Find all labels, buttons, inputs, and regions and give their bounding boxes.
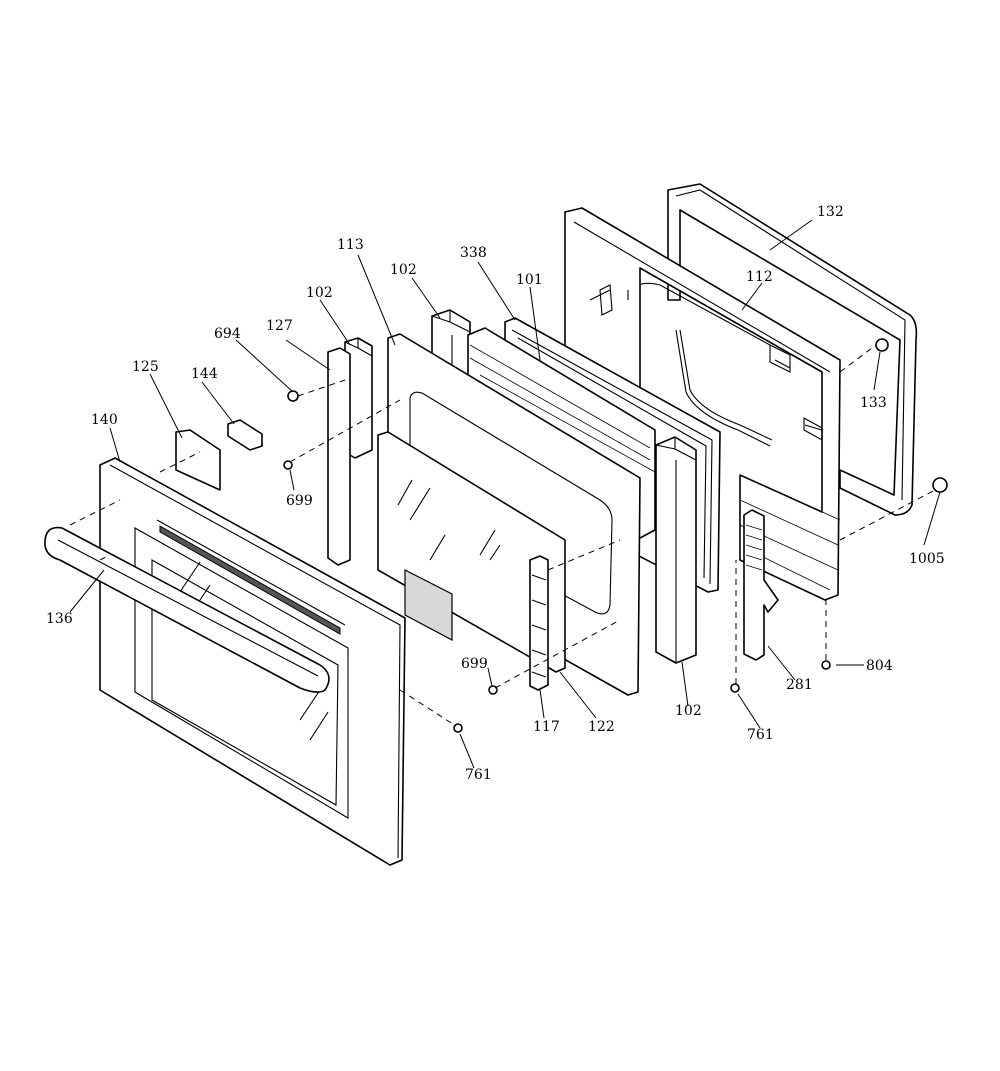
part-136-handle xyxy=(44,526,330,693)
part-132-gasket xyxy=(667,183,918,516)
label-113: 113 xyxy=(337,237,364,253)
label-102-bottom: 102 xyxy=(675,703,702,719)
screw-761-left xyxy=(453,723,463,733)
label-133: 133 xyxy=(860,395,887,411)
part-labels: 132 112 133 1005 338 101 113 102 102 102… xyxy=(46,204,945,783)
label-125: 125 xyxy=(132,359,159,375)
label-761-left: 761 xyxy=(465,767,492,783)
part-door-liner xyxy=(564,207,841,601)
label-117: 117 xyxy=(533,719,560,735)
label-144: 144 xyxy=(191,366,218,382)
part-122-window-glass xyxy=(377,431,566,673)
screw-699-upper xyxy=(283,460,293,470)
label-102-left: 102 xyxy=(306,285,333,301)
screw-761-right xyxy=(730,683,740,693)
fastener-1005 xyxy=(932,477,948,493)
part-127-strip xyxy=(327,347,351,566)
label-699-lower: 699 xyxy=(461,656,488,672)
label-338: 338 xyxy=(460,245,487,261)
screw-694 xyxy=(287,390,299,402)
part-281-hinge xyxy=(743,509,779,661)
label-122: 122 xyxy=(588,719,615,735)
label-127: 127 xyxy=(266,318,293,334)
label-102-top: 102 xyxy=(390,262,417,278)
label-140: 140 xyxy=(91,412,118,428)
label-1005: 1005 xyxy=(909,551,945,567)
label-804: 804 xyxy=(866,658,893,674)
alignment-lines xyxy=(69,344,936,727)
label-136: 136 xyxy=(46,611,73,627)
label-101: 101 xyxy=(516,272,543,288)
part-144-bracket xyxy=(227,419,263,451)
label-761-right: 761 xyxy=(747,727,774,743)
label-699-upper: 699 xyxy=(286,493,313,509)
leader-lines xyxy=(69,219,941,769)
screw-804 xyxy=(821,660,831,670)
label-132: 132 xyxy=(817,204,844,220)
part-117-hinge-strip xyxy=(529,555,549,691)
fasteners xyxy=(283,338,948,733)
part-125-shield xyxy=(175,429,221,491)
part-102-spacer-lower xyxy=(655,436,697,664)
label-281: 281 xyxy=(786,677,813,693)
label-694: 694 xyxy=(214,326,241,342)
clip-133 xyxy=(875,338,889,352)
label-112: 112 xyxy=(746,269,773,285)
